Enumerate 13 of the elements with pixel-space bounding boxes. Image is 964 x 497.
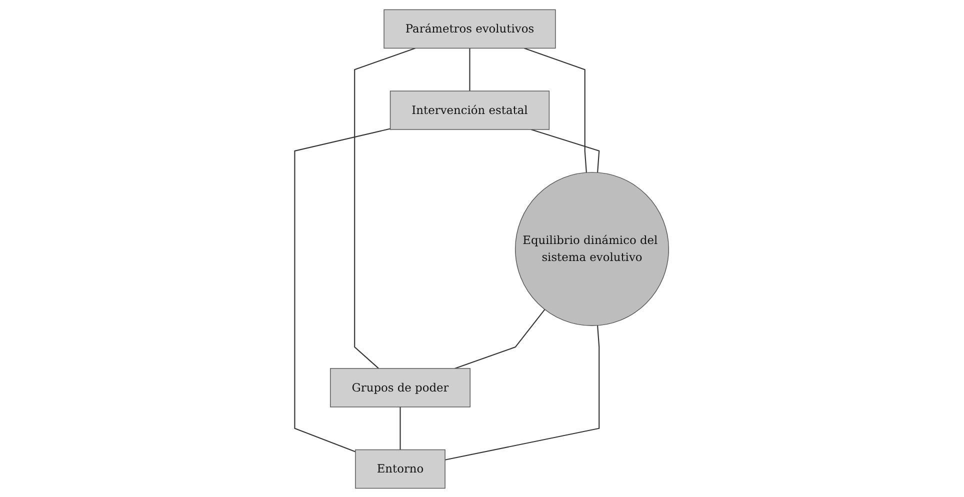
node-box: Entorno bbox=[355, 448, 446, 488]
connector bbox=[524, 47, 588, 172]
connector bbox=[470, 48, 471, 91]
node-box: Parámetros evolutivos bbox=[384, 8, 556, 48]
connector bbox=[531, 128, 600, 172]
connector bbox=[445, 324, 600, 460]
connector bbox=[354, 47, 416, 368]
connector bbox=[400, 406, 402, 450]
connector bbox=[294, 128, 391, 452]
connector bbox=[454, 308, 546, 368]
node-box: Grupos de poder bbox=[330, 368, 471, 407]
node-circle: Equilibrio dinámico del sistema evolutivo bbox=[515, 171, 670, 326]
node-box: Intervención estatal bbox=[390, 90, 550, 130]
